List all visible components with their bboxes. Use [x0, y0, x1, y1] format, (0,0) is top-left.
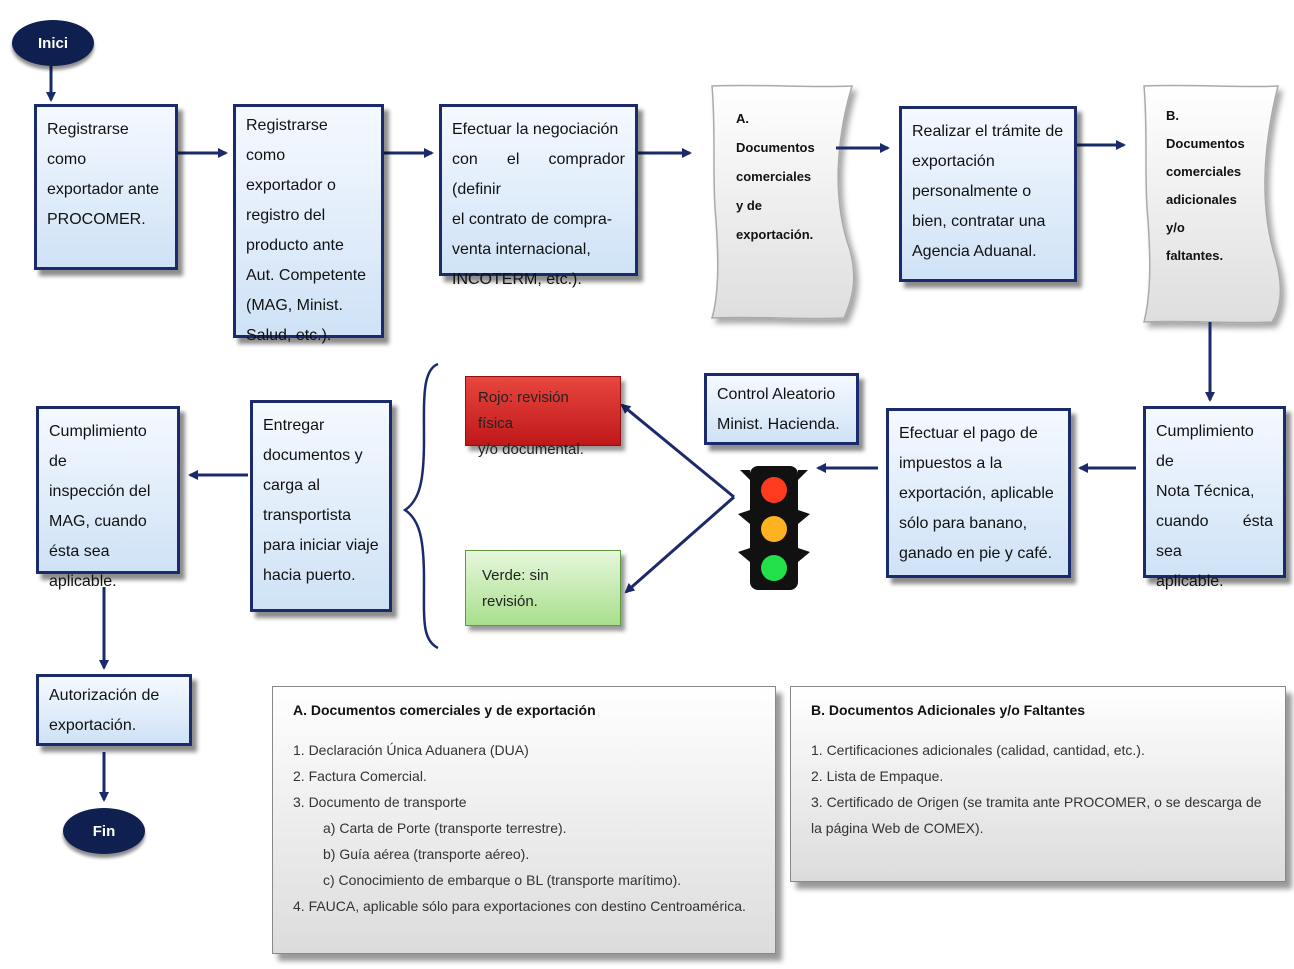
doc-line: A. — [736, 111, 749, 126]
doc-line: B. — [1166, 108, 1179, 123]
step-line: impuestos a la — [899, 455, 1003, 472]
panel-b-item: 3. Certificado de Origen (se tramita ant… — [811, 794, 1262, 810]
step-line: Efectuar el pago de — [899, 425, 1038, 442]
step-line: Cumplimiento de — [49, 423, 147, 470]
step-line: Agencia Aduanal. — [912, 243, 1037, 260]
document-a-text: A. Documentos comerciales y de exportaci… — [736, 104, 815, 249]
document-a-shape — [710, 84, 855, 320]
step-line: Autorización de — [49, 687, 160, 704]
step-line: documentos y — [263, 447, 363, 464]
step-line: ésta sea — [49, 543, 110, 560]
panel-documentos-a: A. Documentos comerciales y de exportaci… — [272, 686, 776, 954]
step-pago-impuestos: Efectuar el pago de impuestos a la expor… — [886, 408, 1071, 578]
rojo-revision: Rojo: revisión física y/o documental. — [465, 376, 621, 458]
step-autorizacion: Autorización de exportación. — [36, 674, 192, 746]
step-registro-procomer: Registrarse como exportador ante PROCOME… — [34, 104, 178, 270]
panel-b-title: B. Documentos Adicionales y/o Faltantes — [811, 702, 1086, 718]
step-negociacion: Efectuar la negociación con el comprador… — [439, 104, 638, 288]
step-line: PROCOMER. — [47, 211, 146, 228]
step-registro-autoridad: Registrarse como exportador o registro d… — [233, 104, 384, 344]
step-line: exportación. — [49, 717, 137, 734]
step-line: Entregar — [263, 417, 325, 434]
step-nota-tecnica: Cumplimiento de Nota Técnica, cuando ést… — [1143, 406, 1286, 590]
step-entregar: Entregar documentos y carga al transport… — [250, 400, 392, 612]
panel-a-item: 4. FAUCA, aplicable sólo para exportacio… — [293, 898, 746, 914]
step-line: aplicable. — [49, 573, 117, 590]
step-line: venta internacional, — [452, 241, 591, 258]
step-line: hacia puerto. — [263, 567, 356, 584]
step-line: ganado en pie y café. — [899, 545, 1053, 562]
step-line: exportador ante — [47, 181, 160, 198]
traffic-light-icon — [738, 466, 810, 590]
step-line: Realizar el trámite de — [912, 123, 1064, 140]
panel-a-subitem: b) Guía aérea (transporte aéreo). — [323, 846, 530, 862]
doc-line: comerciales — [736, 169, 812, 184]
end-label: Fin — [92, 822, 116, 840]
step-inspeccion-mag: Cumplimiento de inspección del MAG, cuan… — [36, 406, 180, 590]
panel-documentos-b: B. Documentos Adicionales y/o Faltantes … — [790, 686, 1286, 882]
step-line: Efectuar la negociación — [452, 121, 619, 138]
step-line: bien, contratar una — [912, 213, 1046, 230]
control-line: Minist. Hacienda. — [717, 416, 840, 433]
step-line: exportador o — [246, 177, 336, 194]
brace — [402, 362, 439, 650]
step-line: inspección del — [49, 483, 151, 500]
step-line: (MAG, Minist. — [246, 297, 343, 314]
doc-line: exportación. — [736, 227, 814, 242]
step-line: exportación — [912, 153, 995, 170]
step-line: para iniciar viaje — [263, 537, 379, 554]
control-line: Control Aleatorio — [717, 386, 836, 403]
step-line: personalmente o — [912, 183, 1032, 200]
panel-a-item: 1. Declaración Única Aduanera (DUA) — [293, 742, 529, 758]
end-node: Fin — [63, 808, 145, 854]
step-line: Aut. Competente — [246, 267, 367, 284]
doc-line: comerciales — [1166, 164, 1242, 179]
document-b-text: B. Documentos comerciales adicionales y/… — [1166, 102, 1245, 270]
start-label: Inici — [37, 34, 68, 52]
step-line: carga al — [263, 477, 320, 494]
step-line: INCOTERM, etc.). — [452, 271, 582, 288]
document-b-shape — [1143, 84, 1282, 324]
step-line: Registrarse como — [47, 121, 129, 168]
doc-line: faltantes. — [1166, 248, 1224, 263]
panel-b-item: 2. Lista de Empaque. — [811, 768, 944, 784]
panel-a-title: A. Documentos comerciales y de exportaci… — [293, 702, 596, 718]
step-tramite: Realizar el trámite de exportación perso… — [899, 106, 1077, 282]
panel-a-item: 2. Factura Comercial. — [293, 768, 427, 784]
verde-label: Verde: sin revisión. — [482, 567, 549, 610]
doc-line: Documentos — [1166, 136, 1245, 151]
step-line: registro del — [246, 207, 326, 224]
verde-sin-revision: Verde: sin revisión. — [465, 550, 621, 626]
rojo-line: Rojo: revisión física — [478, 389, 569, 432]
step-line: MAG, cuando — [49, 513, 147, 530]
step-line: aplicable. — [1156, 573, 1224, 590]
start-node: Inici — [12, 20, 94, 66]
step-line: con el comprador (definir — [452, 151, 625, 198]
panel-a-item: 3. Documento de transporte — [293, 794, 467, 810]
doc-line: Documentos — [736, 140, 815, 155]
step-line: cuando ésta sea — [1156, 513, 1273, 560]
step-line: Salud, etc.). — [246, 327, 332, 344]
step-line: exportación, aplicable — [899, 485, 1054, 502]
step-line: Registrarse como — [246, 117, 328, 164]
step-line: Cumplimiento de — [1156, 423, 1254, 470]
step-line: sólo para banano, — [899, 515, 1028, 532]
step-line: producto ante — [246, 237, 344, 254]
rojo-line: y/o documental. — [478, 441, 584, 458]
doc-line: adicionales — [1166, 192, 1237, 207]
step-line: el contrato de compra- — [452, 211, 613, 228]
panel-b-item: 1. Certificaciones adicionales (calidad,… — [811, 742, 1145, 758]
doc-line: y/o — [1166, 220, 1185, 235]
panel-b-item: la página Web de COMEX). — [811, 820, 984, 836]
step-line: transportista — [263, 507, 352, 524]
panel-a-subitem: c) Conocimiento de embarque o BL (transp… — [323, 872, 682, 888]
step-line: Nota Técnica, — [1156, 483, 1255, 500]
panel-a-subitem: a) Carta de Porte (transporte terrestre)… — [323, 820, 567, 836]
doc-line: y de — [736, 198, 763, 213]
control-aleatorio: Control Aleatorio Minist. Hacienda. — [704, 373, 859, 445]
